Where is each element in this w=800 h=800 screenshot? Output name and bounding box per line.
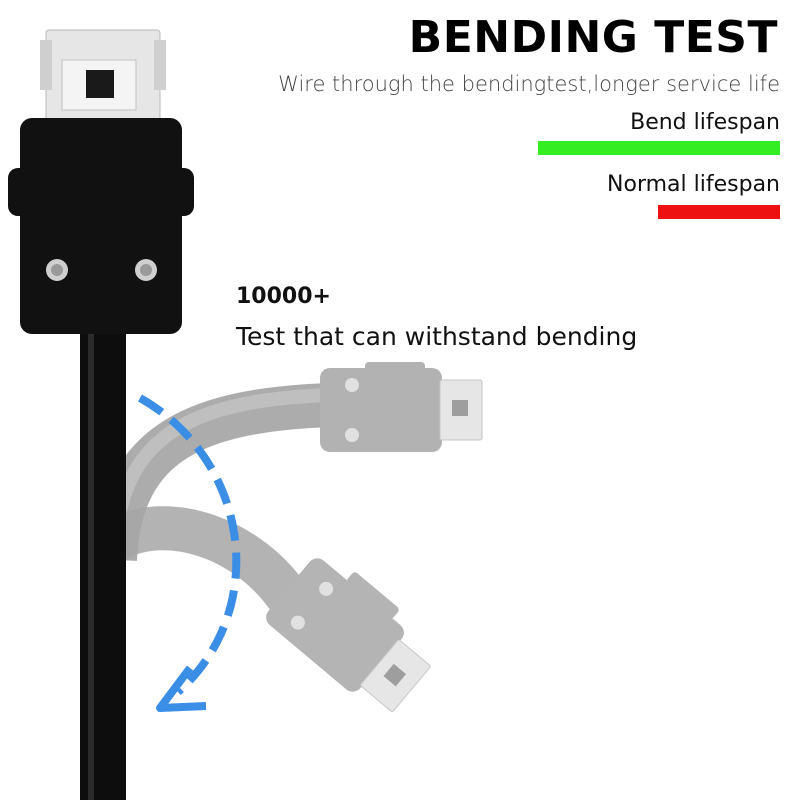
bend-count: 10000+ [236,284,331,309]
normal-lifespan-label: Normal lifespan [607,172,780,197]
main-cable [80,330,126,800]
bend-lifespan-bar [538,141,780,155]
normal-lifespan-bar [658,205,780,219]
usb-connector-icon [8,29,194,334]
bend-lifespan-label: Bend lifespan [630,110,780,135]
bend-arrow-icon [138,394,241,712]
subtitle: Wire through the bendingtest,longer serv… [278,72,780,96]
page-title: BENDING TEST [408,12,778,63]
ghost-connector-upper [320,362,483,452]
ghost-connector-lower [266,558,431,712]
ghost-cable-lower [104,506,431,712]
bend-caption: Test that can withstand bending [236,322,638,351]
